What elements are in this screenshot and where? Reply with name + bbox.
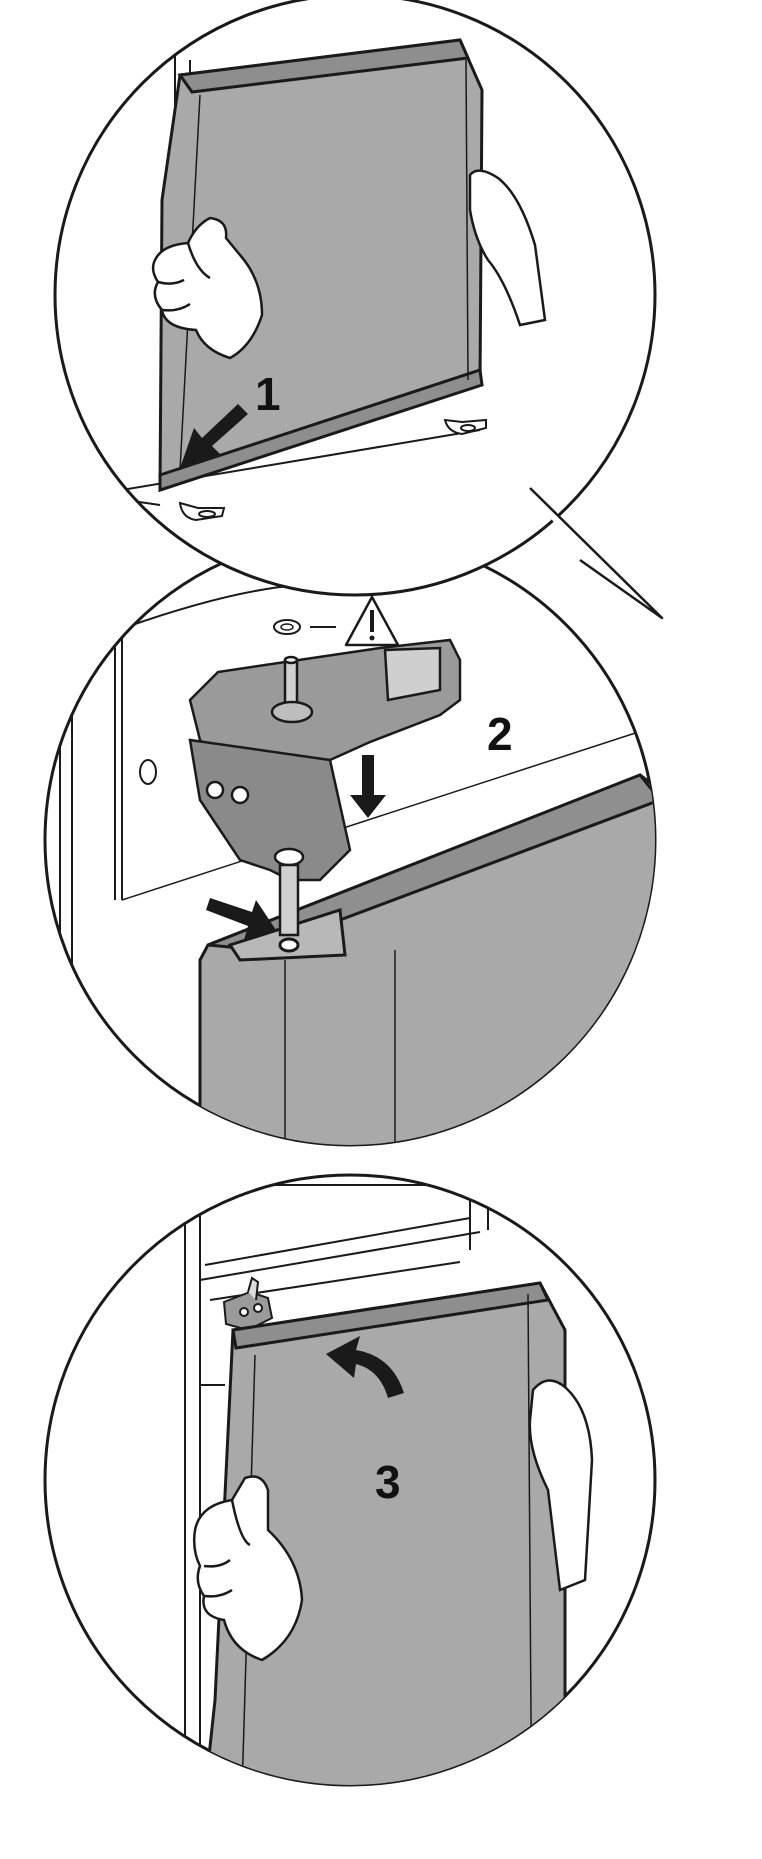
door (158, 38, 484, 493)
door-hinge (188, 638, 462, 937)
top-hinge (222, 1276, 274, 1332)
fridge-cabinet (184, 1175, 489, 1785)
step-3-label: 3 (375, 1456, 401, 1508)
step-1-label: 1 (255, 368, 281, 420)
bottom-hinge-left (178, 501, 226, 522)
step-2-panel: 2 (43, 533, 657, 1147)
step-3-panel: 3 (43, 1173, 657, 1787)
step-1-panel: 1 (53, 0, 664, 620)
step-2-down-arrow (350, 755, 386, 818)
step-1-arrow (180, 404, 248, 468)
step-2-pin-arrow (206, 898, 276, 940)
warning-triangle-icon (344, 595, 400, 647)
left-hand (151, 216, 264, 360)
step-2-label: 2 (487, 708, 513, 760)
callout-pointer (529, 487, 664, 620)
washer-icon (273, 619, 301, 635)
right-hand (468, 169, 547, 327)
step-3-arrow (326, 1336, 404, 1398)
bottom-hinge-right (443, 418, 487, 436)
right-hand (528, 1379, 594, 1592)
left-hand (192, 1475, 304, 1662)
